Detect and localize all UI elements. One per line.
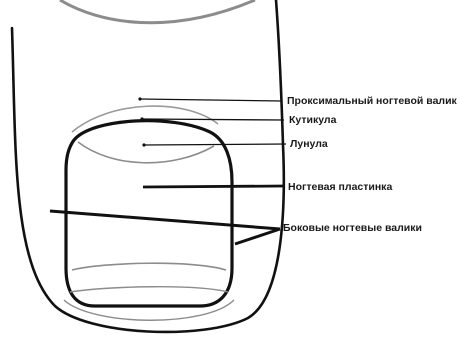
label-nail-plate: Ногтевая пластинка — [288, 181, 392, 193]
label-lunula: Лунула — [290, 138, 328, 150]
leader-lateral-fold-right — [235, 229, 280, 244]
leader-nail-plate — [143, 186, 284, 187]
marker-proximal — [138, 97, 141, 100]
leader-proximal-nail-fold — [140, 99, 282, 101]
finger-outline — [12, 0, 284, 332]
hyponychium-line — [64, 300, 234, 320]
free-edge-line — [72, 263, 226, 270]
free-edge-line-lower — [70, 287, 228, 292]
label-cuticle: Кутикула — [289, 114, 336, 126]
leader-lunula — [144, 144, 286, 145]
leader-lateral-fold-left — [50, 211, 280, 229]
label-proximal-nail-fold: Проксимальный ногтевой валик — [287, 95, 457, 107]
marker-cuticle — [140, 117, 143, 120]
marker-lunula — [142, 143, 145, 146]
knuckle-crease — [60, 0, 255, 23]
label-lateral-nail-folds: Боковые ногтевые валики — [283, 222, 422, 234]
